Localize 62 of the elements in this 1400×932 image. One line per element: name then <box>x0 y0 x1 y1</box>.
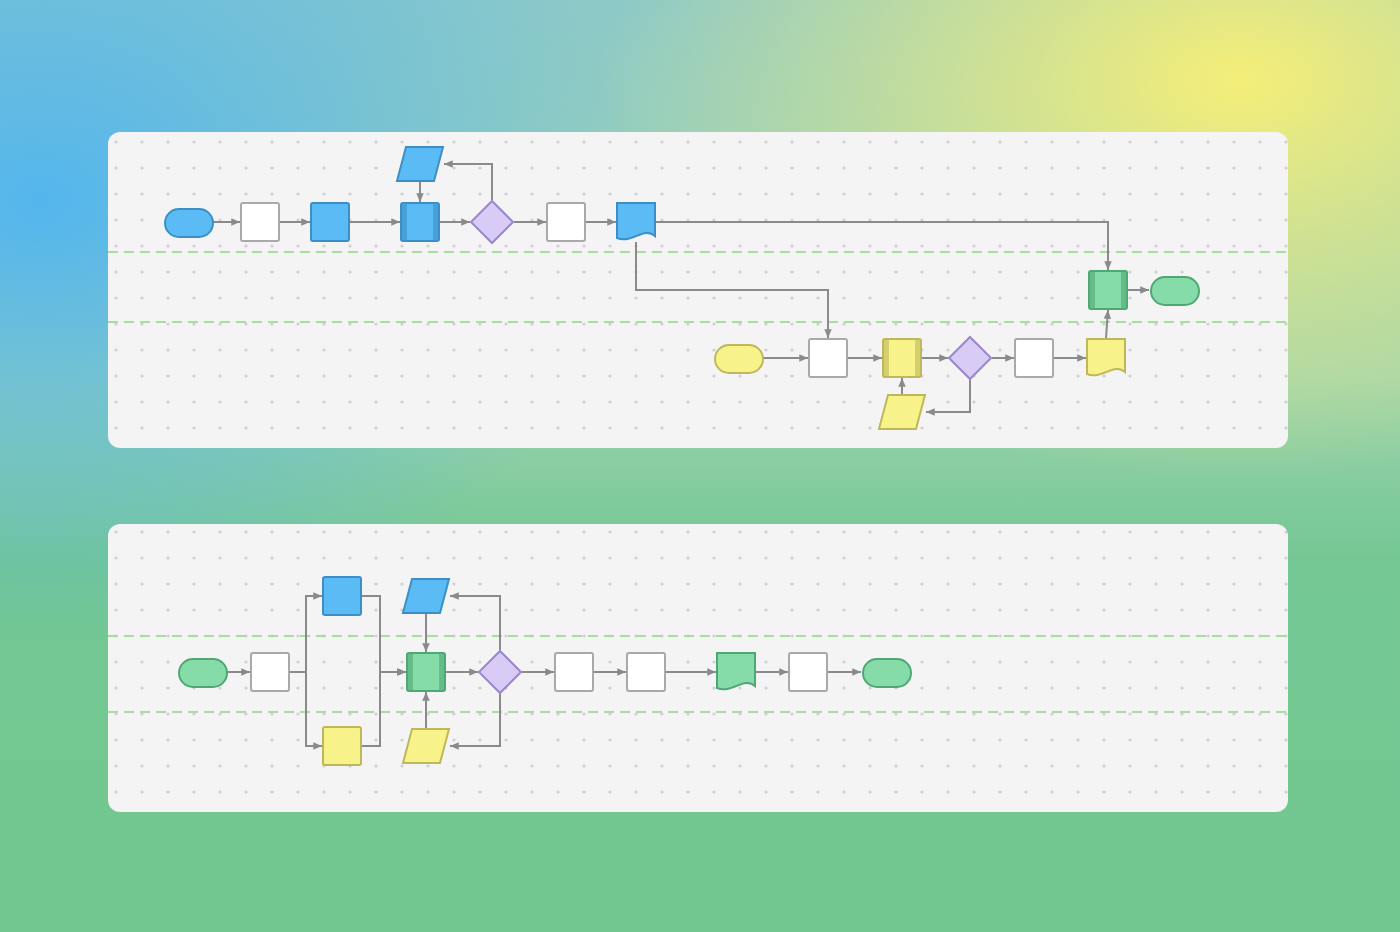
subprocess-box <box>1088 270 1128 310</box>
decision-diamond <box>470 200 514 244</box>
arrow <box>1127 286 1150 294</box>
document-shape <box>616 202 656 242</box>
data-parallelogram <box>878 394 926 430</box>
arrow <box>289 671 323 750</box>
arrow <box>349 218 401 226</box>
arrow <box>585 218 617 226</box>
arrow <box>521 668 555 676</box>
terminal-node <box>713 343 763 373</box>
subprocess-box <box>406 652 446 692</box>
arrow <box>635 241 832 339</box>
subprocess-box <box>882 338 922 378</box>
process-box <box>310 202 350 242</box>
subprocess-box <box>400 202 440 242</box>
process-box <box>626 652 666 692</box>
document-shape <box>716 652 756 692</box>
arrow <box>827 668 862 676</box>
process-box <box>322 726 362 766</box>
document-shape <box>1086 338 1126 378</box>
process-box <box>554 652 594 692</box>
arrow <box>847 354 883 362</box>
terminal-node <box>1149 275 1199 305</box>
process-box <box>808 338 848 378</box>
arrow <box>422 613 430 653</box>
arrow <box>226 668 251 676</box>
process-box <box>250 652 290 692</box>
process-box <box>546 202 586 242</box>
arrow <box>449 693 501 750</box>
process-box <box>240 202 280 242</box>
arrow <box>665 668 717 676</box>
arrow <box>925 379 971 416</box>
decision-diamond <box>948 336 992 380</box>
arrow <box>593 668 627 676</box>
arrow <box>1103 309 1112 339</box>
arrow <box>991 354 1015 362</box>
data-parallelogram <box>396 146 444 182</box>
arrow <box>755 668 789 676</box>
arrow <box>655 221 1112 271</box>
arrow <box>439 218 471 226</box>
arrow <box>443 160 493 201</box>
arrow <box>361 668 407 747</box>
terminal-node <box>163 207 213 237</box>
decision-diamond <box>478 650 522 694</box>
arrow <box>921 354 949 362</box>
process-box <box>322 576 362 616</box>
arrow <box>422 691 430 729</box>
data-parallelogram <box>402 578 450 614</box>
arrow <box>279 218 311 226</box>
process-box <box>788 652 828 692</box>
arrow <box>1053 354 1087 362</box>
arrow <box>416 181 424 203</box>
terminal-node <box>177 657 227 687</box>
arrow <box>513 218 547 226</box>
arrow <box>762 354 809 362</box>
terminal-node <box>861 657 911 687</box>
arrow <box>445 668 479 676</box>
process-box <box>1014 338 1054 378</box>
data-parallelogram <box>402 728 450 764</box>
arrow <box>449 592 501 651</box>
arrow <box>898 377 906 395</box>
arrow <box>212 218 241 226</box>
